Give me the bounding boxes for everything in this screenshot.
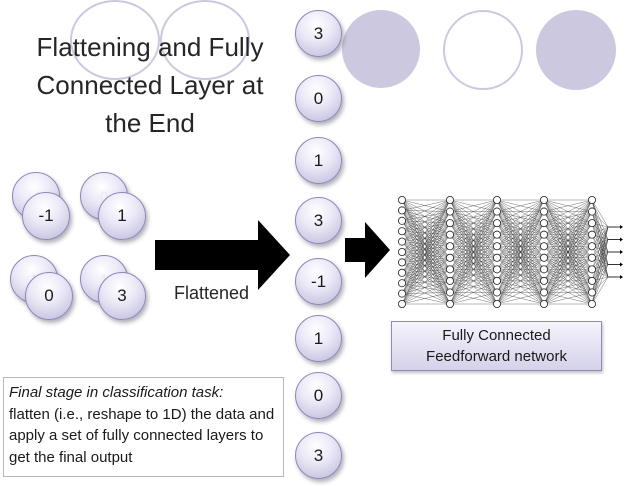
flattened-value-ball: 0 [295,75,342,122]
decor-circle-filled [536,10,616,90]
neuron [493,195,502,204]
neuron [398,216,406,225]
neuron [446,265,455,274]
note-text: flatten (i.e., reshape to 1D) the data a… [9,405,275,466]
neuron [539,230,548,239]
feature-map-ball: 0 [25,272,73,320]
output-arrow-head [620,275,623,279]
neural-network-diagram [398,195,623,309]
network-connections [401,199,609,305]
flattened-value-ball: 0 [295,372,342,419]
neuron [539,300,548,309]
flattened-value-ball: 3 [295,432,342,479]
feature-map-ball: -1 [22,192,70,240]
neuron [539,219,548,228]
flatten-arrow [155,220,290,290]
neuron [539,276,548,285]
neuron [446,242,455,251]
neuron [587,265,596,274]
neuron [493,276,502,285]
neuron [446,207,455,216]
slide-title: Flattening and Fully Connected Layer at … [10,28,290,142]
to-network-arrow [345,222,390,278]
neuron [446,219,455,228]
neuron [493,265,502,274]
neuron [587,276,596,285]
neuron [587,242,596,251]
neuron [446,195,455,204]
title-line-2: Connected Layer at [36,70,264,100]
flattened-value-ball: 3 [295,10,342,57]
neuron [446,288,455,297]
flattened-value-ball: -1 [295,258,342,305]
output-arrow-head [620,225,623,229]
neuron [493,242,502,251]
neuron [493,207,502,216]
title-line-3: the End [105,108,195,138]
neuron [446,300,455,309]
neuron [493,253,502,262]
title-line-1: Flattening and Fully [36,32,264,62]
neuron [446,230,455,239]
neuron [587,219,596,228]
network-label-box: Fully Connected Feedforward network [391,321,602,371]
flattened-value-ball: 3 [295,197,342,244]
neuron [587,288,596,297]
flattened-label: Flattened [174,283,250,303]
feature-map-ball: 1 [98,192,146,240]
network-label-line-1: Fully Connected [442,327,551,344]
feature-map-ball: 3 [98,272,146,320]
neuron [446,253,455,262]
neuron [446,276,455,285]
neuron [398,237,406,246]
flattened-value-ball: 1 [295,137,342,184]
output-arrow-head [620,237,623,242]
flattened-value-ball: 1 [295,315,342,362]
neuron [539,288,548,297]
neuron [398,248,406,257]
neuron [398,227,406,236]
decor-circle-outline [70,0,160,80]
neuron [539,265,548,274]
neuron [587,195,596,204]
neuron [587,253,596,262]
neuron [398,195,406,204]
neuron [398,289,406,298]
neuron [398,279,406,288]
neuron [539,207,548,216]
neuron [398,268,406,277]
neuron [493,300,502,309]
neuron [539,253,548,262]
neuron [587,300,596,309]
output-arrow-head [620,262,623,267]
note-box: Final stage in classification task: flat… [3,377,284,477]
decor-circle-filled [342,10,420,88]
neuron [398,258,406,267]
output-arrow-head [620,250,623,254]
decor-circle-outline [443,10,523,90]
decor-circle-outline [160,0,250,80]
neuron [539,242,548,251]
neuron [398,300,406,309]
neuron [587,230,596,239]
neuron [493,230,502,239]
neuron [398,206,406,215]
neuron [587,207,596,216]
network-label-line-2: Feedforward network [426,348,567,365]
neuron [493,219,502,228]
neuron [539,195,548,204]
note-italic-text: Final stage in classification task: [9,384,224,401]
neuron [493,288,502,297]
